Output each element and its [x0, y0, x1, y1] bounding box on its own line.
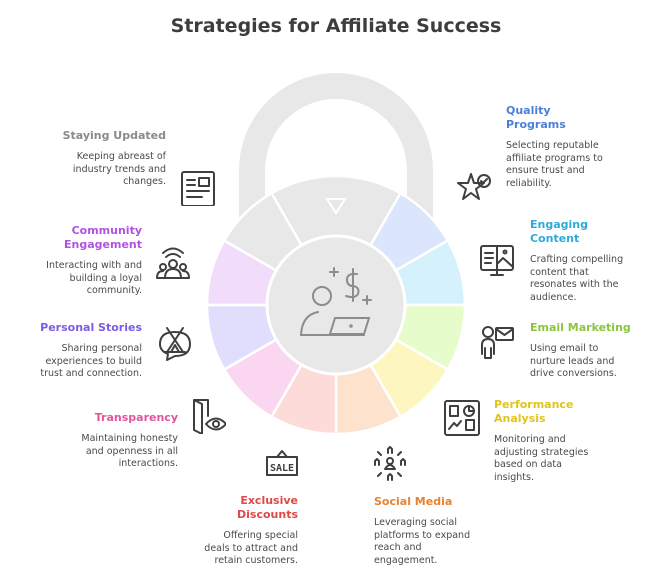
title-line: Engaging — [530, 218, 588, 231]
desc-line: insights. — [494, 471, 534, 483]
keyhole-triangle-icon — [325, 198, 347, 215]
title-line: Quality — [506, 104, 551, 117]
title-line: Community — [71, 224, 142, 237]
desc-line: industry trends and — [72, 163, 166, 175]
newspaper-icon — [180, 170, 216, 207]
sale-sign-icon: SALE — [264, 448, 300, 484]
desc-line: Offering special — [223, 530, 298, 541]
affiliate-laptop-icon — [300, 267, 372, 336]
desc-line: Maintaining honesty — [81, 433, 178, 444]
title-line: Personal Stories — [40, 321, 142, 334]
desc-line: Selecting reputable — [506, 140, 599, 151]
title-line: Transparency — [94, 411, 178, 424]
title-line: Staying Updated — [62, 129, 166, 142]
desc-line: Interacting with and — [46, 260, 142, 271]
desc-line: engagement. — [374, 554, 438, 566]
diagram-title: Strategies for Affiliate Success — [170, 15, 502, 37]
desc-line: adjusting strategies — [494, 446, 589, 458]
person-email-icon — [479, 324, 515, 360]
desc-line: reach and — [374, 542, 422, 553]
desc-line: platforms to expand — [374, 529, 471, 541]
title-line: Performance — [494, 398, 574, 411]
dashboard-icon — [444, 400, 480, 436]
desc-line: Leveraging social — [374, 517, 457, 528]
strategy-title: Transparency — [81, 411, 178, 425]
tent-speech-icon — [157, 326, 193, 362]
star-check-icon — [457, 170, 493, 206]
strategy-title: Staying Updated — [63, 129, 166, 143]
door-eye-icon — [190, 398, 227, 435]
title-line: Discounts — [237, 508, 298, 521]
strategy-title: Social Media — [374, 495, 470, 509]
desc-line: Monitoring and — [494, 434, 566, 445]
strategy-title: Email Marketing — [530, 321, 631, 335]
title-line: Engagement — [64, 238, 142, 251]
desc-line: interactions. — [118, 458, 178, 469]
desc-line: based on data — [494, 459, 562, 470]
desc-line: experiences to build — [45, 355, 142, 367]
desc-line: ensure trust and — [506, 165, 585, 176]
title-line: Content — [530, 232, 580, 245]
desc-line: Using email to — [530, 343, 599, 354]
desc-line: Sharing personal — [61, 343, 142, 354]
desc-line: changes. — [123, 176, 166, 187]
desc-line: affiliate programs to — [506, 152, 603, 164]
desc-line: reliability. — [506, 177, 552, 189]
strategy-title: Personal Stories — [40, 321, 142, 335]
title-line: Analysis — [494, 412, 546, 425]
svg-text:SALE: SALE — [270, 463, 294, 474]
desc-line: audience. — [530, 291, 577, 303]
lock-shackle — [239, 73, 433, 230]
desc-line: Keeping abreast of — [76, 151, 166, 162]
desc-line: retain customers. — [214, 555, 298, 566]
desc-line: building a loyal — [69, 272, 142, 284]
desc-line: drive conversions. — [530, 368, 617, 379]
lock-center — [265, 234, 407, 376]
desc-line: nurture leads and — [530, 355, 615, 367]
desc-line: content that — [530, 266, 589, 278]
desc-line: Crafting compelling — [530, 254, 624, 265]
monitor-content-icon — [479, 242, 515, 278]
title-line: Programs — [506, 118, 566, 131]
community-broadcast-icon — [155, 244, 191, 280]
title-line: Social Media — [374, 495, 453, 508]
desc-line: deals to attract and — [204, 542, 298, 554]
title-line: Email Marketing — [530, 321, 631, 334]
desc-line: resonates with the — [530, 279, 619, 290]
desc-line: community. — [86, 285, 142, 296]
desc-line: trust and connection. — [40, 368, 142, 379]
desc-line: and openness in all — [85, 445, 178, 457]
title-line: Exclusive — [240, 494, 298, 507]
network-people-icon — [372, 446, 408, 482]
